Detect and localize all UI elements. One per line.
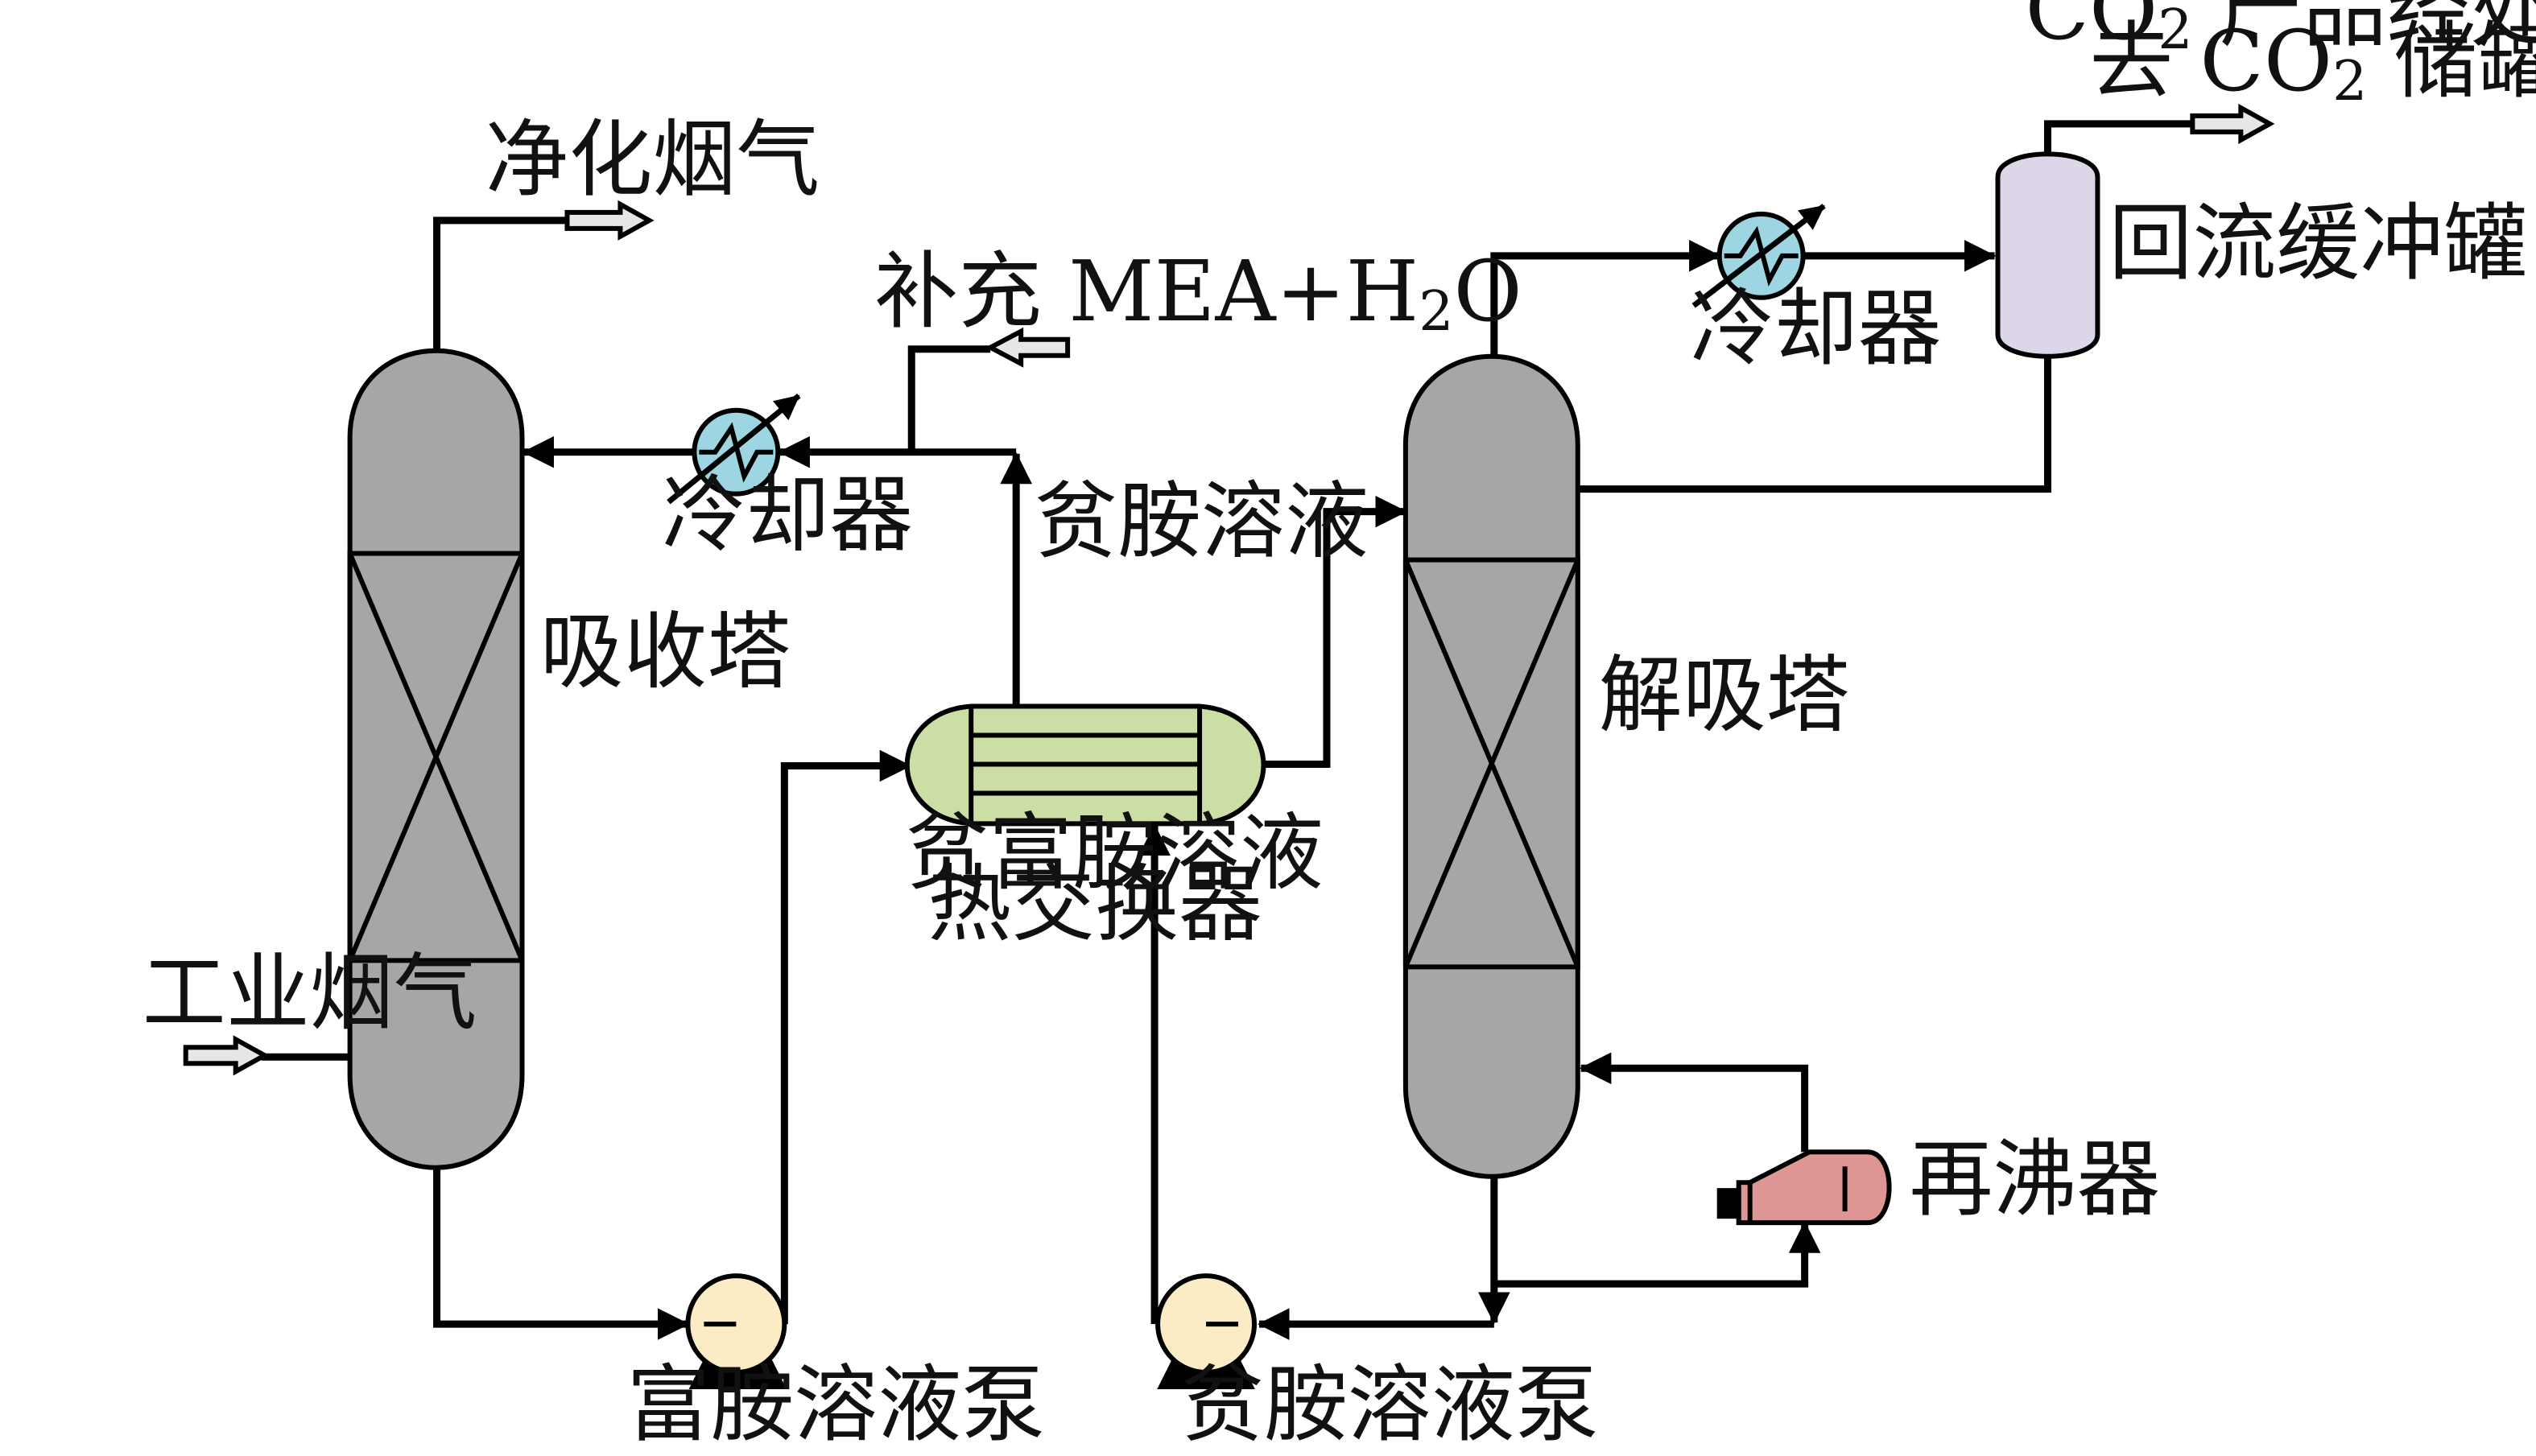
co2-line1-suffix: 产品经处理后: [2192, 0, 2536, 59]
reboiler: [1716, 1149, 1892, 1226]
label-cooler-left: 冷却器: [662, 467, 913, 564]
makeup-text-suffix: O: [1454, 243, 1522, 340]
stripper-packing-diag-2: [1403, 559, 1580, 968]
pipe-makeup: [907, 345, 991, 452]
reflux-drum: [1995, 151, 2100, 359]
co2-line1-main: CO: [2025, 0, 2158, 59]
label-absorber: 吸收塔: [540, 604, 791, 701]
pipe-lines: [261, 120, 2193, 1340]
pipe-rich-to-exchanger: [780, 749, 912, 1325]
label-co2-line1: CO2 产品经处理后: [2025, 0, 2536, 62]
label-cooler-right: 冷却器: [1691, 280, 1942, 377]
lean-amine-pump: [1155, 1273, 1258, 1390]
industrial-gas-inlet-arrow: [183, 1035, 270, 1076]
makeup-inlet-arrow: [985, 327, 1071, 368]
cooler-left: [667, 394, 801, 505]
label-co2-line2: 去 CO2 储罐: [2089, 13, 2536, 113]
lean-rich-heat-exchanger: [904, 703, 1266, 827]
absorber-packing-diag-2: [347, 552, 525, 962]
cooler-left-control-arrow: [667, 394, 801, 505]
pipe-absorber-bottom: [433, 1163, 690, 1340]
pipe-purified-gas: [433, 217, 568, 351]
co2-line2-main: 去 CO: [2089, 13, 2332, 110]
label-reboiler: 再沸器: [1910, 1131, 2161, 1228]
pipe-to-reboiler: [1493, 1221, 1821, 1288]
stripper-packing: [1402, 557, 1580, 970]
makeup-text-main: 补充 MEA+H: [874, 243, 1419, 340]
label-lean-pump: 贫胺溶液泵: [1180, 1356, 1599, 1454]
reboiler-shell: [1736, 1149, 1892, 1226]
purified-gas-outlet-arrow: [564, 200, 655, 241]
cooler-right-control-arrow: [1691, 204, 1826, 308]
label-lean-solution: 贫胺溶液: [1034, 473, 1369, 571]
absorber-column: [347, 348, 525, 1170]
label-industrial-gas: 工业烟气: [142, 944, 477, 1041]
label-rich-pump: 富胺溶液泵: [626, 1356, 1045, 1454]
co2-product-outlet-arrow: [2190, 103, 2275, 144]
label-reflux-drum: 回流缓冲罐: [2109, 195, 2527, 292]
makeup-text-sub: 2: [1419, 280, 1453, 344]
pipe-stripper-overhead: [1490, 240, 1721, 359]
cooler-left-coil: [699, 422, 774, 483]
reboiler-nozzle: [1716, 1188, 1741, 1219]
pipe-reboiler-return: [1579, 1052, 1809, 1153]
label-stripper: 解吸塔: [1599, 647, 1850, 744]
label-makeup: 补充 MEA+H2O: [874, 243, 1522, 344]
pipe-exchanger-to-stripper: [1261, 495, 1407, 768]
pipe-reflux-return: [1577, 353, 2051, 493]
co2-line1-sub: 2: [2158, 0, 2192, 62]
label-heat-exchanger-line2: 热交换器: [927, 856, 1262, 953]
co2-line2-suffix: 储罐: [2367, 13, 2536, 110]
stripper-column: [1402, 353, 1580, 1179]
label-heat-exchanger-line1: 贫富胺溶液: [905, 804, 1324, 901]
rich-amine-pump: [685, 1273, 787, 1390]
label-purified-gas: 净化烟气: [485, 111, 820, 208]
cooler-right: [1691, 204, 1826, 308]
absorber-packing: [347, 551, 525, 963]
co2-line2-sub: 2: [2332, 50, 2367, 113]
pipe-co2-product: [2043, 120, 2193, 159]
